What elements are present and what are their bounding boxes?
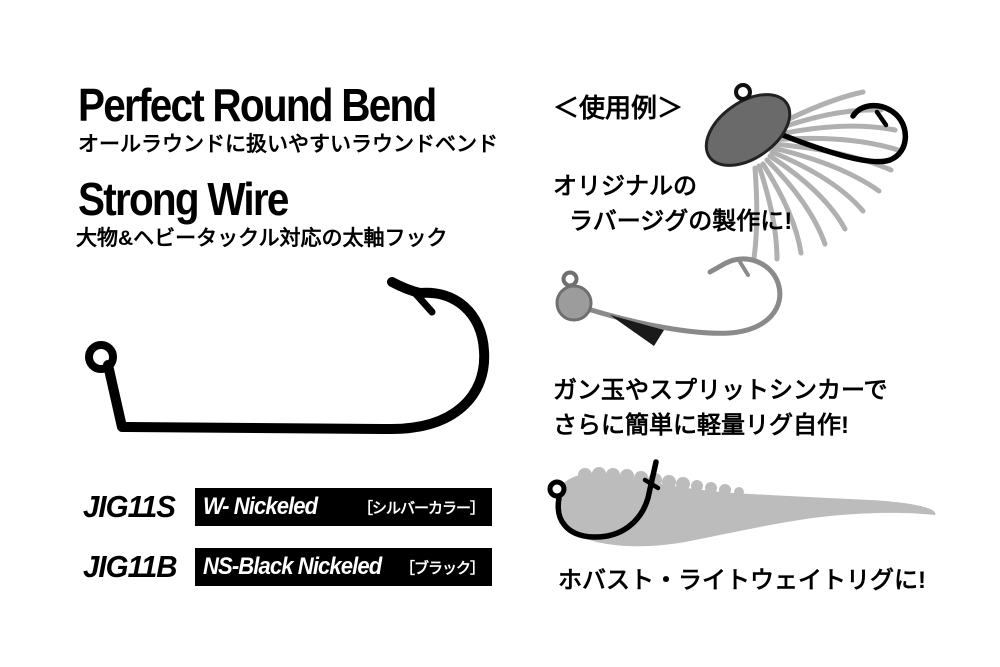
product-color-label: ［シルバーカラー］	[357, 499, 485, 517]
jig-hook-illustration	[85, 277, 490, 435]
subhead-strong-wire: 大物&ヘビータックル対応の太軸フック	[76, 227, 448, 250]
usage-caption-1-line2: ラバージグの製作に!	[569, 207, 793, 235]
product-color-label: ［ブラック］	[399, 559, 485, 577]
usage-caption-2-line1: ガン玉やスプリットシンカーで	[553, 377, 888, 404]
product-row-jig11s: JIG11S W- Nickeled ［シルバーカラー］	[83, 488, 492, 526]
usage-caption-3: ホバスト・ライトウェイトリグに!	[558, 564, 926, 599]
worm-hook-eye	[547, 479, 567, 499]
headline-perfect-round-bend: Perfect Round Bend	[78, 79, 437, 131]
rubber-jig-illustration	[704, 83, 909, 262]
usage-caption-1-line1: オリジナルの	[553, 173, 697, 200]
product-finish: NS-Black Nickeled	[203, 553, 382, 580]
product-finish-box: W- Nickeled ［シルバーカラー］	[195, 488, 492, 526]
rubber-jig-hook	[772, 102, 909, 165]
subhead-round-bend: オールラウンドに扱いやすいラウンドベンド	[78, 133, 498, 156]
hook-wire	[103, 277, 490, 435]
usage-examples-title: ＜使用例＞	[553, 93, 684, 123]
rig-hook-eye	[561, 270, 579, 288]
split-shot-rig-illustration	[555, 256, 783, 346]
rig-hook-wire	[585, 256, 783, 336]
headline-strong-wire: Strong Wire	[78, 173, 289, 225]
split-shot-weight	[555, 284, 593, 322]
hook-eye	[85, 341, 117, 373]
skirt-strands	[751, 89, 901, 262]
worm-rig-illustration	[547, 459, 936, 547]
usage-caption-3-line1: ホバスト・ライトウェイトリグに!	[558, 567, 926, 594]
product-row-jig11b: JIG11B NS-Black Nickeled ［ブラック］	[83, 548, 492, 586]
rubber-jig-head	[704, 93, 792, 167]
rig-hook-barb	[738, 260, 750, 277]
bait-keeper	[610, 315, 664, 346]
product-finish-box: NS-Black Nickeled ［ブラック］	[195, 548, 492, 586]
worm-body	[560, 472, 936, 547]
worm-hook-barb	[642, 477, 661, 491]
usage-caption-1: オリジナルの ラバージグの製作に!	[553, 170, 792, 240]
rubber-jig-hook-barb	[874, 109, 889, 128]
rubber-jig-eye	[734, 83, 752, 101]
worm-hook-wire	[555, 459, 659, 540]
usage-caption-2: ガン玉やスプリットシンカーで さらに簡単に軽量リグ自作!	[553, 374, 888, 444]
product-finish: W- Nickeled	[203, 493, 318, 520]
hook-barb	[411, 289, 436, 316]
product-code: JIG11S	[83, 489, 176, 524]
usage-caption-2-line2: さらに簡単に軽量リグ自作!	[553, 411, 849, 439]
product-code: JIG11B	[83, 549, 178, 584]
